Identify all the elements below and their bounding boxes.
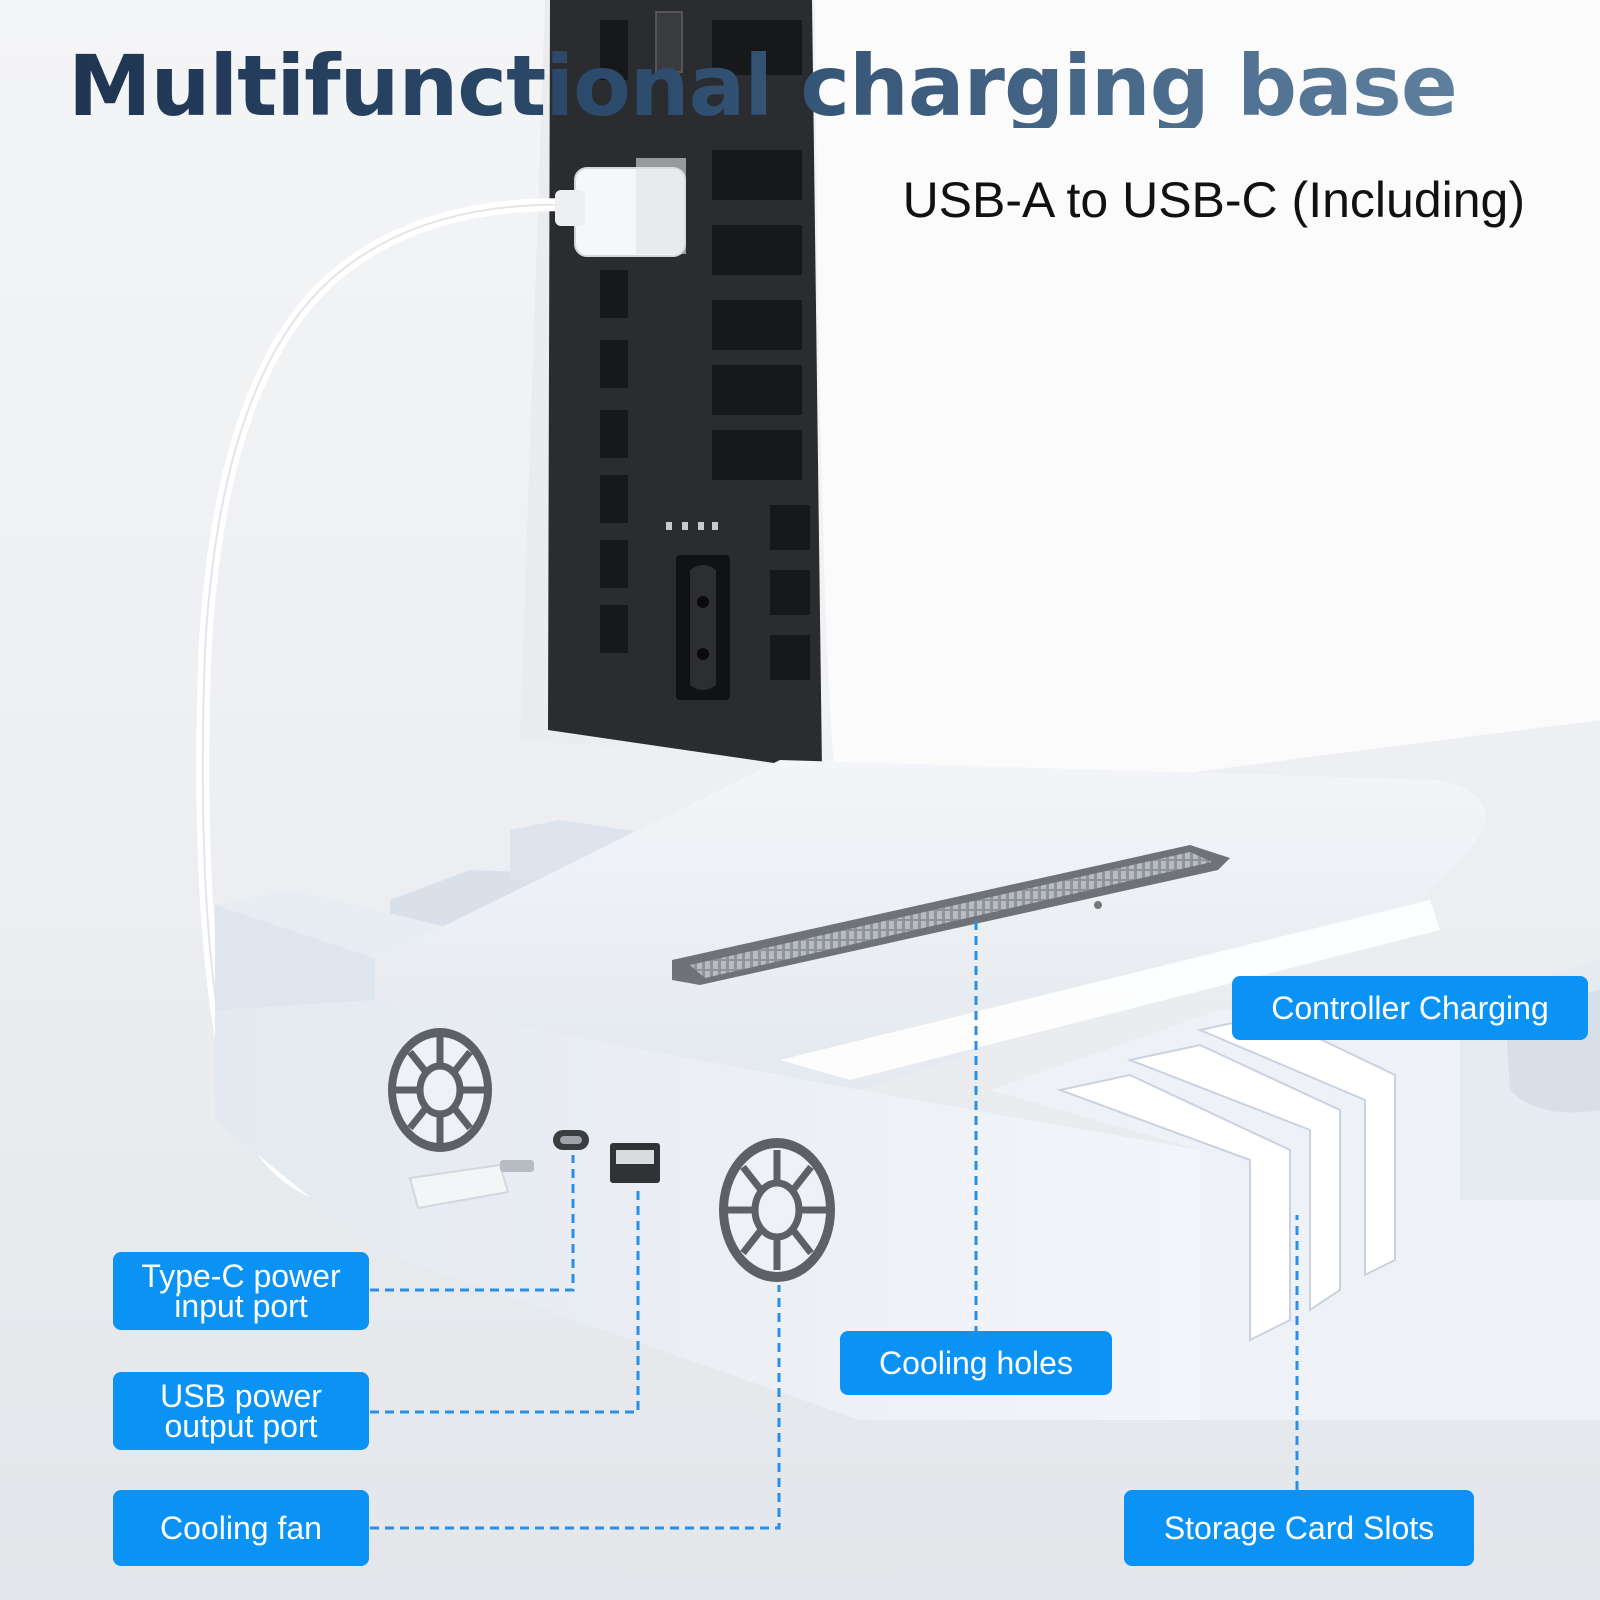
callout-cooling-fan: Cooling fan: [113, 1490, 369, 1566]
console: [520, 0, 1600, 820]
callout-usb-output-port: USB power output port: [113, 1372, 369, 1450]
callout-text: Cooling holes: [879, 1345, 1073, 1381]
callout-cooling-holes: Cooling holes: [840, 1331, 1112, 1395]
leader-cooling-fan: [370, 1285, 781, 1530]
callout-text: Cooling fan: [160, 1510, 322, 1546]
subtitle: USB-A to USB-C (Including): [902, 172, 1525, 228]
callout-text: Type-C power input port: [141, 1258, 341, 1324]
charging-base: [215, 760, 1600, 1420]
page-title: Multifunctional charging base: [68, 37, 1458, 135]
leader-lines: [370, 918, 1299, 1530]
callout-text: Storage Card Slots: [1163, 1510, 1435, 1546]
callout-text: USB power output port: [160, 1378, 322, 1444]
callout-text: Controller Charging: [1271, 990, 1549, 1026]
callout-controller-charging: Controller Charging: [1232, 976, 1588, 1040]
callout-storage-card-slots: Storage Card Slots: [1124, 1490, 1474, 1566]
callout-type-c-port: Type-C power input port: [113, 1252, 369, 1330]
leader-type-c: [370, 1155, 575, 1292]
